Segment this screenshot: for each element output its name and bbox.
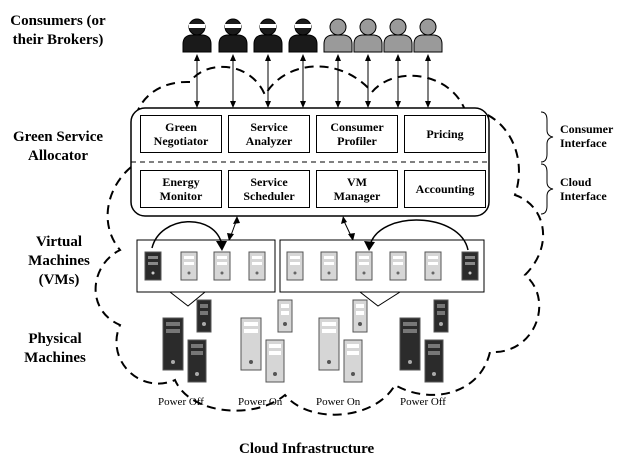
vm-group-left-tail — [168, 291, 207, 307]
physical-server-icon-light — [277, 299, 293, 333]
physical-server-icon-light — [240, 317, 262, 371]
power-state-label-4: Power Off — [400, 396, 446, 408]
consumer-arrow — [395, 54, 401, 108]
module-energy-monitor: Energy Monitor — [140, 170, 222, 208]
vms-label-text: Virtual Machines (VMs) — [28, 234, 90, 288]
consumer-person-icon-light — [323, 18, 353, 53]
physical-label: Physical Machines — [10, 330, 100, 368]
physical-server-icon-dark — [196, 299, 212, 333]
physical-server-icon-dark — [433, 299, 449, 333]
physical-machines — [162, 299, 449, 383]
consumer-arrow — [335, 54, 341, 108]
migration-arrow-right — [369, 219, 469, 251]
consumers-label-text: Consumers (or their Brokers) — [10, 13, 106, 48]
module-green-negotiator: Green Negotiator — [140, 115, 222, 153]
cloud-infrastructure-label: Cloud Infrastructure — [239, 441, 375, 457]
vm-icons — [144, 251, 479, 281]
consumer-person-icon-light — [413, 18, 443, 53]
physical-server-icon-dark — [399, 317, 421, 371]
consumer-arrow — [265, 54, 271, 108]
power-state-label-2: Power On — [238, 396, 283, 408]
vm-group-right-tail — [358, 291, 402, 307]
vmmanager-vm-arrowhead-top — [341, 216, 347, 224]
scheduler-vm-arrowhead-bottom — [227, 233, 234, 241]
consumer-interface-label: Consumer Interface — [560, 122, 614, 150]
vm-server-icon-light — [180, 251, 198, 281]
physical-server-icon-light — [318, 317, 340, 371]
consumer-arrow — [365, 54, 371, 108]
consumer-person-icon-dark — [288, 18, 318, 53]
vmmanager-vm-arrowhead-bottom — [348, 233, 355, 241]
cloud-outline — [94, 65, 544, 416]
physical-server-icon-dark — [162, 317, 184, 371]
module-accounting: Accounting — [404, 170, 486, 208]
cloud-interface-label: Cloud Interface — [560, 175, 607, 203]
vm-server-icon-light — [286, 251, 304, 281]
migration-arrowhead-right — [364, 241, 375, 251]
vm-server-icon-dark — [461, 251, 479, 281]
cloud-interface-brace — [540, 163, 554, 215]
physical-server-icon-light — [352, 299, 368, 333]
vms-label: Virtual Machines (VMs) — [12, 233, 106, 290]
module-pricing: Pricing — [404, 115, 486, 153]
physical-server-icon-light — [343, 339, 363, 383]
vm-server-icon-light — [320, 251, 338, 281]
physical-label-text: Physical Machines — [24, 331, 86, 366]
physical-server-icon-light — [265, 339, 285, 383]
vm-server-icon-light — [355, 251, 373, 281]
consumer-arrow — [194, 54, 200, 108]
consumer-person-icon-light — [383, 18, 413, 53]
migration-arrow-left — [151, 221, 223, 249]
consumer-arrow — [230, 54, 236, 108]
physical-server-icon-dark — [424, 339, 444, 383]
vm-server-icon-light — [424, 251, 442, 281]
allocator-label-text: Green Service Allocator — [12, 129, 104, 164]
vm-server-icon-dark — [144, 251, 162, 281]
module-consumer-profiler: Consumer Profiler — [316, 115, 398, 153]
physical-server-icon-dark — [187, 339, 207, 383]
consumer-people — [182, 18, 443, 53]
consumer-person-icon-light — [353, 18, 383, 53]
consumer-interface-brace — [540, 111, 554, 163]
vm-server-icon-light — [389, 251, 407, 281]
module-service-analyzer: Service Analyzer — [228, 115, 310, 153]
power-state-label-3: Power On — [316, 396, 361, 408]
scheduler-vm-arrowhead-top — [233, 216, 240, 224]
migration-arrowhead-left — [216, 241, 227, 251]
consumer-person-icon-dark — [253, 18, 283, 53]
power-state-label-1: Power Off — [158, 396, 204, 408]
vm-server-icon-light — [248, 251, 266, 281]
consumer-arrow — [425, 54, 431, 108]
consumers-label: Consumers (or their Brokers) — [2, 12, 114, 50]
vm-server-icon-light — [213, 251, 231, 281]
module-vm-manager: VM Manager — [316, 170, 398, 208]
consumer-arrow — [300, 54, 306, 108]
consumer-arrows — [194, 54, 431, 108]
consumer-person-icon-dark — [182, 18, 212, 53]
vm-group-right — [279, 239, 485, 293]
allocator-label: Green Service Allocator — [8, 128, 108, 166]
module-service-scheduler: Service Scheduler — [228, 170, 310, 208]
consumer-person-icon-dark — [218, 18, 248, 53]
